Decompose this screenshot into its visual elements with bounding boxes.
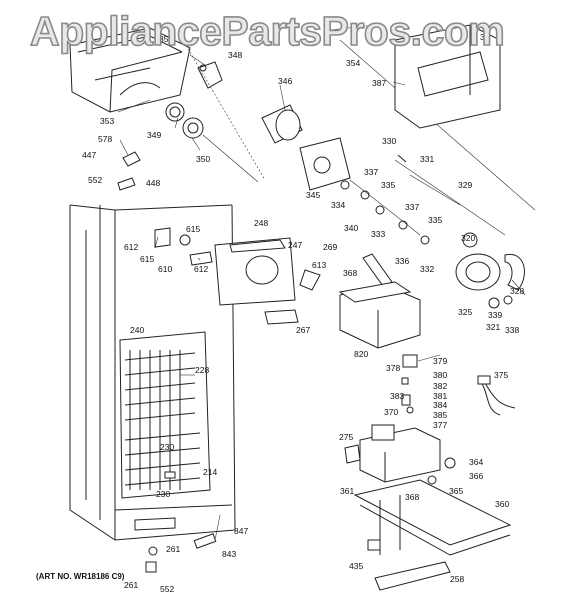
callout-labels: 35 348 346 354 387 38 353 349 350 578 44…: [82, 32, 524, 594]
callout: 35: [159, 34, 169, 44]
callout: 354: [346, 58, 360, 68]
callout: 336: [395, 256, 409, 266]
callout: 360: [495, 499, 509, 509]
callout: 275: [339, 432, 353, 442]
callout: 348: [228, 50, 242, 60]
mounting-plate-345: [299, 137, 351, 191]
callout: 333: [371, 229, 385, 239]
callout: 228: [195, 365, 209, 375]
callout: 447: [82, 150, 96, 160]
callout: 448: [146, 178, 160, 188]
callout: 332: [420, 264, 434, 274]
callout: 615: [140, 254, 154, 264]
callout: 261: [124, 580, 138, 590]
callout: 335: [428, 215, 442, 225]
callout: 612: [124, 242, 138, 252]
callout: 384: [433, 400, 447, 410]
callout: 38: [480, 32, 490, 42]
callout: 379: [433, 356, 447, 366]
callout: 843: [222, 549, 236, 559]
callout: 612: [194, 264, 208, 274]
callout: 383: [390, 391, 404, 401]
callout: 335: [381, 180, 395, 190]
callout: 331: [420, 154, 434, 164]
callout: 214: [203, 467, 217, 477]
auger-ring: [165, 102, 259, 183]
callout: 370: [384, 407, 398, 417]
callout: 368: [343, 268, 357, 278]
callout: 820: [354, 349, 368, 359]
callout: 552: [88, 175, 102, 185]
callout: 334: [331, 200, 345, 210]
evaporator-coil: [119, 331, 211, 499]
callout: 337: [405, 202, 419, 212]
callout: 247: [288, 240, 302, 250]
callout: 552: [160, 584, 174, 594]
fan-mount-bracket: [154, 227, 213, 266]
switch-stack: [401, 354, 418, 414]
callout: 350: [196, 154, 210, 164]
bracket-assembly-361: [344, 424, 441, 483]
callout: 375: [494, 370, 508, 380]
callout: 349: [147, 130, 161, 140]
callout: 258: [450, 574, 464, 584]
bracket-348: [197, 61, 223, 89]
callout: 320: [461, 233, 475, 243]
callout: 387: [372, 78, 386, 88]
callout: 361: [340, 486, 354, 496]
callout: 321: [486, 322, 500, 332]
callout: 248: [254, 218, 268, 228]
callout: 382: [433, 381, 447, 391]
callout: 377: [433, 420, 447, 430]
callout: 368: [405, 492, 419, 502]
callout: 847: [234, 526, 248, 536]
callout: 337: [364, 167, 378, 177]
wire-harness-375: [477, 375, 516, 416]
callout: 329: [458, 180, 472, 190]
callout: 267: [296, 325, 310, 335]
motor-346: [261, 104, 303, 144]
small-springs: [340, 154, 430, 245]
callout: 610: [158, 264, 172, 274]
callout: 615: [186, 224, 200, 234]
callout: 230: [160, 442, 174, 452]
callout: 346: [278, 76, 292, 86]
callout: 261: [166, 544, 180, 554]
freezer-cabinet: [69, 204, 236, 541]
callout: 435: [349, 561, 363, 571]
fill-tube-269: [362, 253, 393, 287]
callout: 381: [433, 391, 447, 401]
callout: 578: [98, 134, 112, 144]
drip-tray-360: [353, 479, 512, 556]
callout: 378: [386, 363, 400, 373]
small-parts: [117, 151, 456, 573]
callout: 325: [458, 307, 472, 317]
control-box-820: [338, 281, 421, 349]
motor-320: [455, 232, 525, 309]
callout: 328: [510, 286, 524, 296]
art-number-note: (ART NO. WR18186 C9): [36, 572, 125, 581]
callout: 339: [488, 310, 502, 320]
callout: 365: [449, 486, 463, 496]
callout: 338: [505, 325, 519, 335]
callout: 385: [433, 410, 447, 420]
callout: 364: [469, 457, 483, 467]
callout: 269: [323, 242, 337, 252]
callout: 240: [130, 325, 144, 335]
callout: 366: [469, 471, 483, 481]
leader-lines: [117, 54, 526, 541]
callout: 230: [156, 489, 170, 499]
callout: 330: [382, 136, 396, 146]
fan-shroud-248: [214, 237, 321, 325]
ice-bucket-assembly: [69, 27, 191, 113]
callout: 613: [312, 260, 326, 270]
callout: 345: [306, 190, 320, 200]
callout: 353: [100, 116, 114, 126]
ice-maker-387: [394, 24, 501, 129]
callout: 340: [344, 223, 358, 233]
trim-258: [374, 561, 451, 591]
callout: 380: [433, 370, 447, 380]
